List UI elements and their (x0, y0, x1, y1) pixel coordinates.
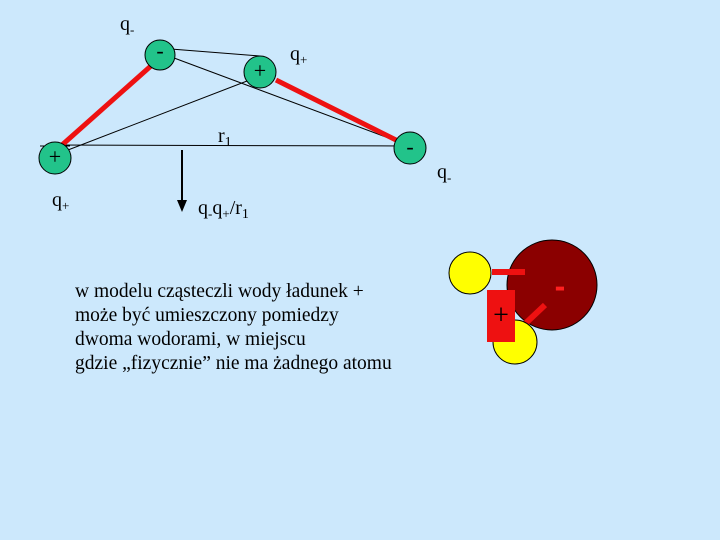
caption-line-2: może być umieszczony pomiedzy (75, 304, 495, 328)
label-q-minus-right: q- (437, 162, 451, 182)
label-q-minus-top: q- (120, 14, 134, 34)
sign-middle-plus: + (245, 60, 275, 82)
sign-top-minus: - (145, 40, 175, 62)
virtual-charge-site: + (487, 290, 515, 342)
label-formula: q-q+/r1 (198, 198, 249, 218)
label-r1: r1 (218, 126, 232, 146)
caption-line-4: gdzie „fizycznie” nie ma żadnego atomu (75, 352, 495, 376)
sign-right-minus: - (395, 136, 425, 158)
virtual-charge-plus: + (487, 302, 515, 330)
bond-right (276, 80, 400, 142)
line-top-to-right (158, 52, 410, 146)
bond-left (62, 65, 152, 145)
arrow-head (177, 200, 187, 212)
label-q-plus-right: q+ (290, 44, 307, 64)
caption-text: w modelu cząsteczli wody ładunek + może … (75, 280, 495, 376)
sign-left-plus: + (40, 146, 70, 168)
label-q-plus-left: q+ (52, 190, 69, 210)
caption-line-1: w modelu cząsteczli wody ładunek + (75, 280, 495, 304)
caption-line-3: dwoma wodorami, w miejscu (75, 328, 495, 352)
oxygen-charge-minus: - (540, 270, 580, 302)
